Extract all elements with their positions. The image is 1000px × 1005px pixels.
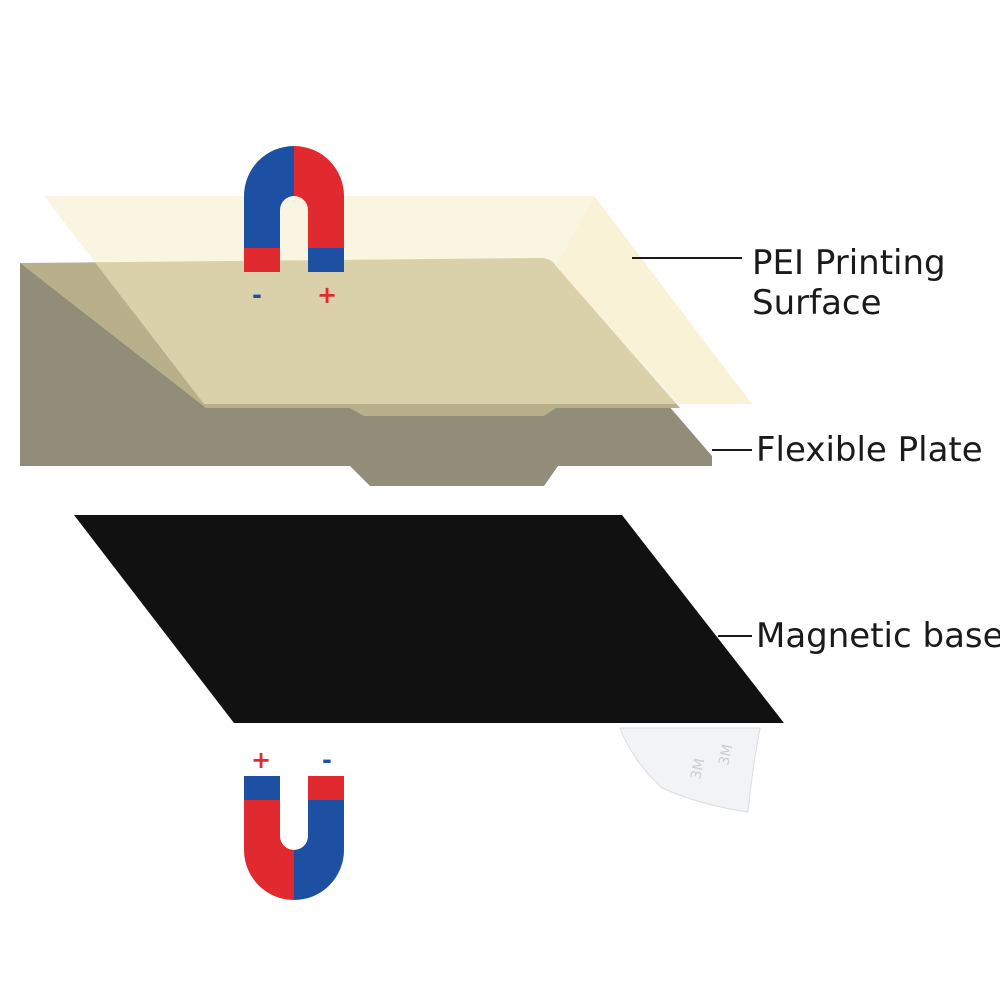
top-magnet-minus-sign: - bbox=[252, 281, 262, 309]
pei-label-line-1: PEI Printing bbox=[752, 243, 946, 283]
bottom-magnet-minus-sign: - bbox=[322, 746, 332, 774]
magnetic-base-sheet bbox=[74, 515, 784, 723]
tape-brand-text-2: 3M bbox=[716, 743, 736, 767]
bottom-horseshoe-magnet bbox=[244, 776, 344, 900]
top-horseshoe-magnet bbox=[244, 146, 344, 272]
bottom-magnet-plus-sign: + bbox=[251, 746, 272, 774]
pei-label-line-2: Surface bbox=[752, 283, 882, 323]
flexible-plate-label: Flexible Plate bbox=[756, 430, 983, 470]
adhesive-backing-tape: 3M 3M bbox=[619, 727, 761, 813]
tape-brand-text: 3M bbox=[688, 757, 708, 781]
top-magnet-plus-sign: + bbox=[317, 281, 338, 309]
pei-printing-surface-label: PEI Printing Surface bbox=[752, 243, 946, 323]
magnetic-base-label: Magnetic base bbox=[756, 616, 1000, 656]
pei-sheet-outer-edge bbox=[556, 196, 752, 404]
